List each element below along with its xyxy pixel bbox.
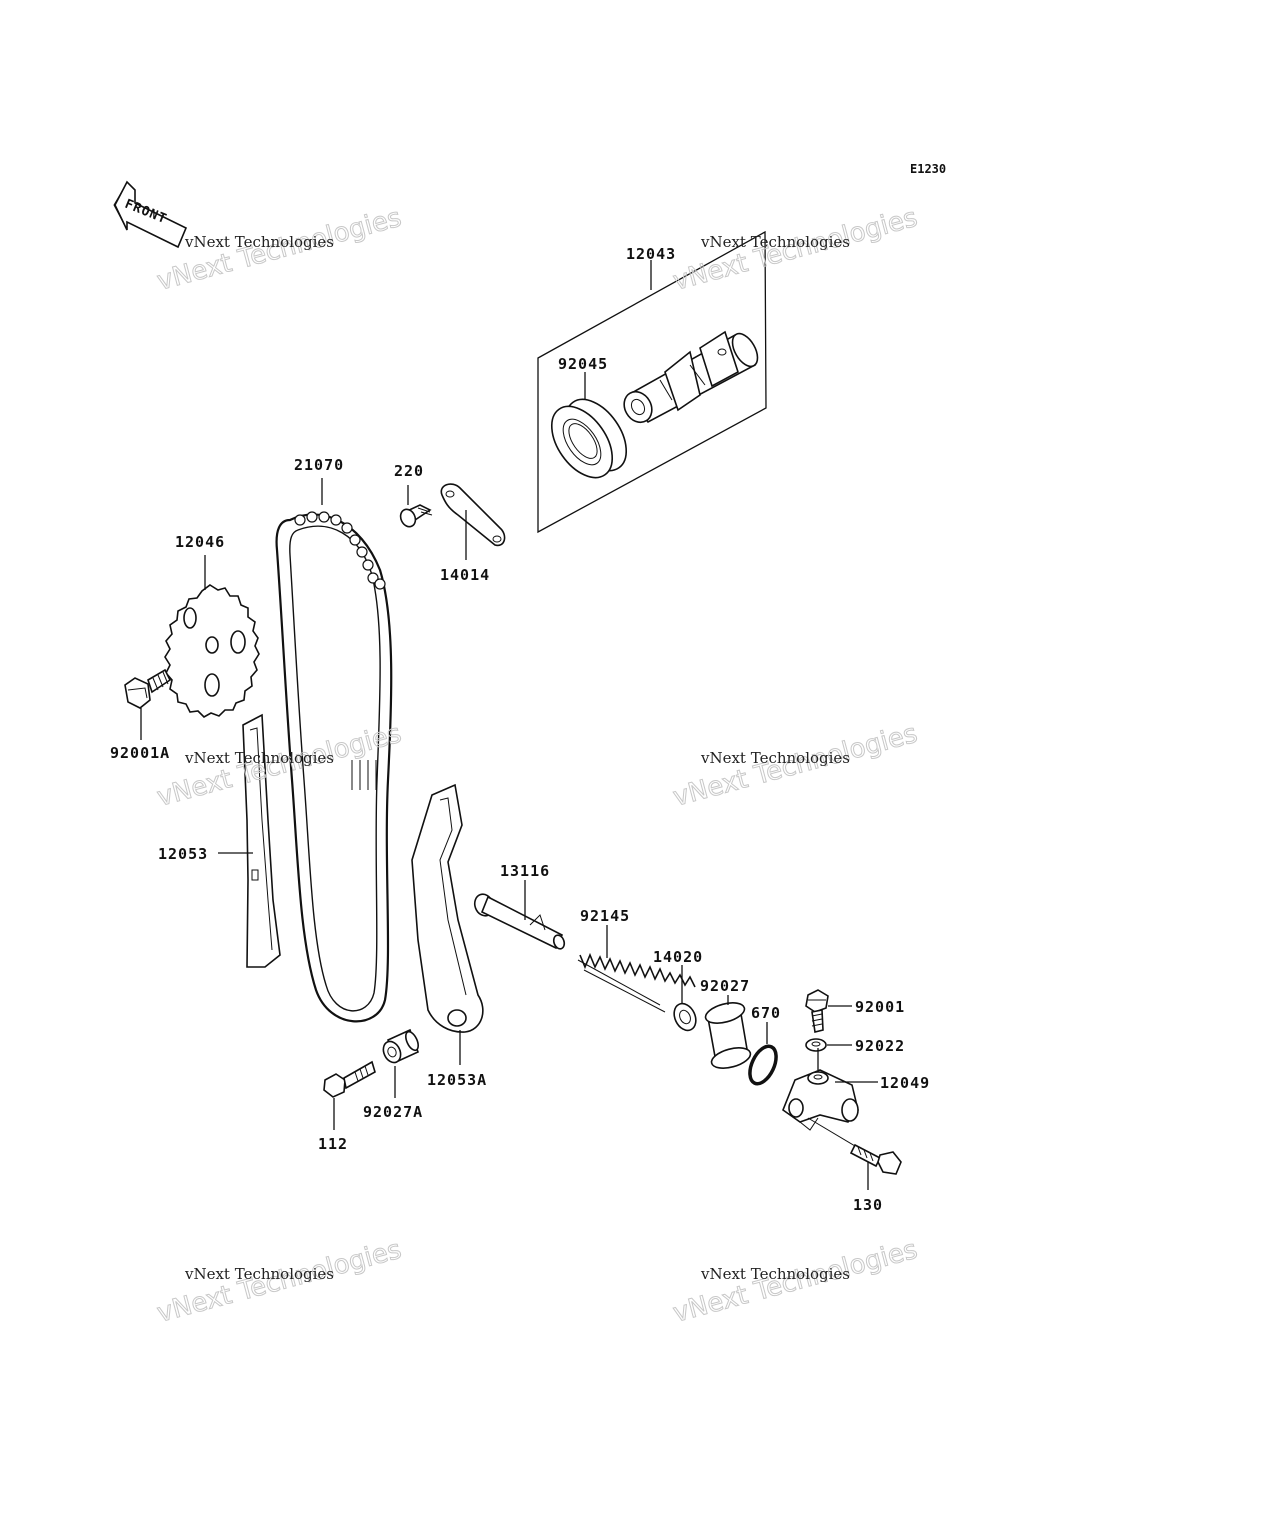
camshaft (623, 330, 759, 424)
front-arrow-icon: FRONT (113, 180, 188, 249)
label-130: 130 (853, 1196, 883, 1214)
watermark-text: vNext Technologies (184, 1265, 334, 1283)
label-12053: 12053 (158, 845, 208, 863)
bolt-112 (323, 1060, 376, 1130)
watermark: vNext Technologies vNext Technologies (154, 202, 405, 297)
label-92001A: 92001A (110, 744, 170, 762)
diagram-code: E1230 (910, 162, 946, 176)
label-92027: 92027 (700, 977, 750, 995)
bolt-130 (807, 1117, 902, 1190)
bearing-92045 (550, 398, 628, 479)
label-12053A: 12053A (427, 1071, 487, 1089)
collar-92027 (704, 995, 752, 1069)
label-92022: 92022 (855, 1037, 905, 1055)
tensioner-guide-12053A (411, 783, 484, 1065)
pin-13116 (473, 880, 566, 950)
nut-14020 (673, 965, 697, 1032)
label-92045: 92045 (558, 355, 608, 373)
watermark: vNext Technologies vNext Technologies (154, 718, 405, 813)
label-13116: 13116 (500, 862, 550, 880)
watermark-text: vNext Technologies (700, 749, 850, 767)
label-92001: 92001 (855, 998, 905, 1016)
part-labels: 12043 92045 21070 220 14014 12046 92001A… (110, 245, 930, 1214)
plate-14014 (440, 483, 506, 560)
bolt-92001 (805, 989, 852, 1033)
chain-guide-12053 (218, 713, 281, 968)
label-14020: 14020 (653, 948, 703, 966)
watermark-text: vNext Technologies (700, 233, 850, 251)
washer-92022 (805, 1038, 852, 1052)
watermark: vNext Technologies vNext Technologies (670, 202, 921, 297)
spring-92145 (577, 925, 696, 1013)
label-92027A: 92027A (363, 1103, 423, 1121)
watermark-text: vNext Technologies (700, 1265, 850, 1283)
label-112: 112 (318, 1135, 348, 1153)
watermarks: vNext Technologies vNext Technologies vN… (154, 202, 921, 1329)
bolt-92001A (124, 668, 172, 740)
tensioner-body-12049 (782, 1048, 878, 1131)
watermark: vNext Technologies vNext Technologies (670, 718, 921, 813)
label-21070: 21070 (294, 456, 344, 474)
watermark-text: vNext Technologies (184, 749, 334, 767)
camshaft-assembly-box (537, 230, 767, 534)
bolt-220 (399, 485, 433, 528)
label-670: 670 (751, 1004, 781, 1022)
collar-92027A (382, 1028, 420, 1098)
sprocket-12046 (164, 555, 260, 718)
o-ring-670 (748, 1022, 778, 1086)
label-12049: 12049 (880, 1074, 930, 1092)
label-14014: 14014 (440, 566, 490, 584)
label-12046: 12046 (175, 533, 225, 551)
label-12043: 12043 (626, 245, 676, 263)
label-220: 220 (394, 462, 424, 480)
watermark-text: vNext Technologies (184, 233, 334, 251)
watermark: vNext Technologies vNext Technologies (670, 1234, 921, 1329)
label-92145: 92145 (580, 907, 630, 925)
cam-chain-21070 (275, 478, 393, 1023)
watermark: vNext Technologies vNext Technologies (154, 1234, 405, 1329)
